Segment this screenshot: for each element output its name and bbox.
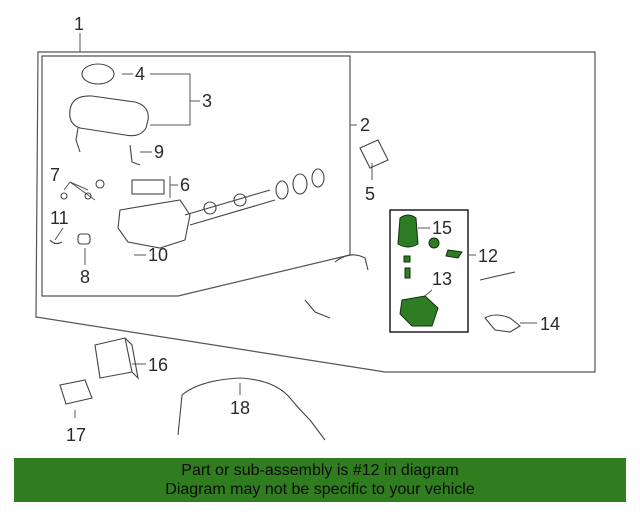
reservoir-15-drawing [397,214,419,248]
callout-16: 16 [148,355,168,375]
callout-18: 18 [230,398,250,418]
footer-banner: Part or sub-assembly is #12 in diagram D… [14,458,626,502]
gasket-drawing [359,139,389,169]
callout-15: 15 [432,218,452,238]
reservoir-cap-drawing [81,63,115,85]
highlighted-part-box [389,209,469,333]
master-cylinder-drawing [117,199,191,249]
callout-10: 10 [148,245,168,265]
footer-line-1: Part or sub-assembly is #12 in diagram [181,462,459,479]
callout-4: 4 [135,64,145,84]
callout-17: 17 [66,425,86,445]
callout-14: 14 [540,314,560,334]
callout-8: 8 [80,267,90,287]
callout-11: 11 [50,208,69,228]
callout-3: 3 [202,91,212,111]
reservoir-drawing [69,95,149,137]
callout-12: 12 [478,246,498,266]
callout-7: 7 [50,165,60,185]
inner-assembly-outline [41,55,351,297]
pump-motor-13-drawing [399,295,439,327]
callout-9: 9 [154,142,164,162]
footer-line-2: Diagram may not be specific to your vehi… [165,481,475,498]
callout-6: 6 [180,175,190,195]
parts-diagram: 1 2 3 4 5 6 7 8 9 10 11 12 13 14 15 16 1… [35,14,596,445]
callout-2: 2 [360,115,370,135]
callout-1: 1 [74,14,84,34]
callout-5: 5 [365,184,375,204]
ecu-drawing [94,337,139,380]
callout-13: 13 [432,269,452,289]
wire-harness-drawing [177,377,326,441]
sensor-drawing [59,379,93,405]
outer-assembly-outline [35,51,596,373]
